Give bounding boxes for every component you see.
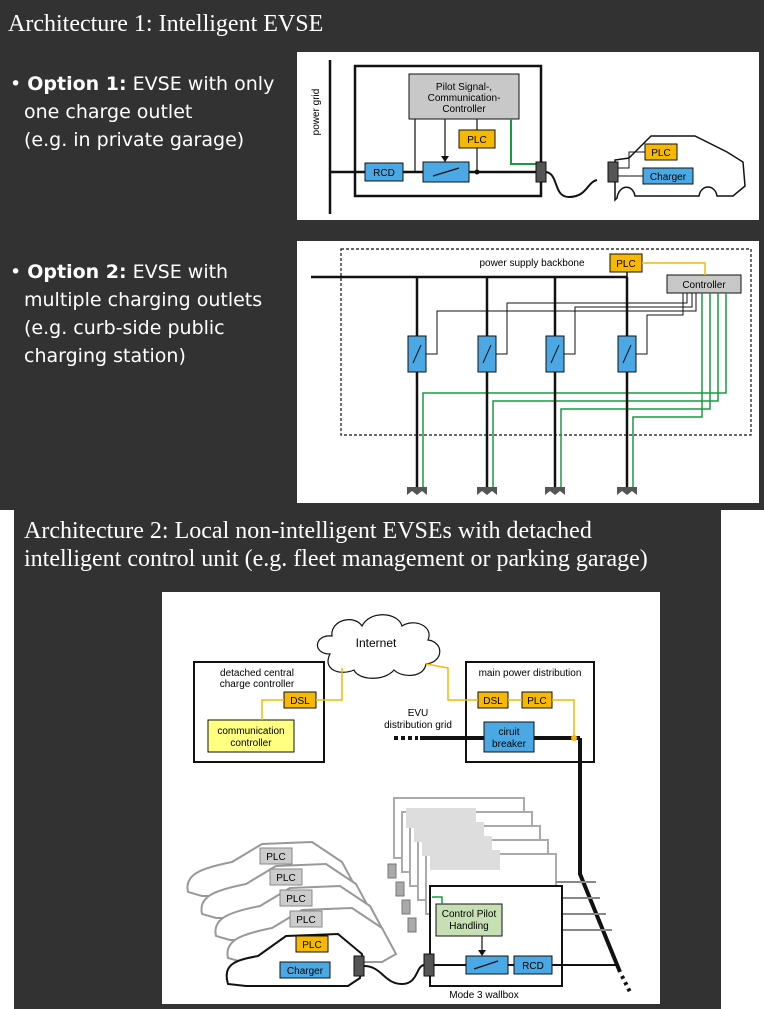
plc-car-box	[269, 868, 303, 886]
option-2-line: multiple charging outlets	[24, 289, 263, 311]
front-plc-box	[295, 935, 329, 953]
architecture-2-title: Architecture 2: Local non-intelligent EV…	[24, 517, 648, 573]
control-pilot-line: Control Pilot	[442, 909, 497, 920]
evu-grid-line: distribution grid	[384, 720, 452, 731]
central-controller-line: charge controller	[220, 679, 295, 690]
rcd-box	[364, 162, 404, 182]
plc-car-box	[289, 910, 323, 928]
rcd-label: RCD	[373, 168, 395, 179]
option-1-text: • Option 1: EVSE with only one charge ou…	[10, 70, 290, 154]
charger-label: Charger	[650, 172, 687, 183]
plc-car-label: PLC	[276, 873, 295, 884]
plc-label: PLC	[616, 259, 635, 270]
plc-label: PLC	[467, 135, 486, 146]
option-1-line: (e.g. in private garage)	[24, 129, 245, 151]
car-inlet	[353, 955, 365, 977]
architecture-2-title-line: Architecture 2: Local non-intelligent EV…	[24, 518, 592, 544]
option-2-text: • Option 2: EVSE with multiple charging …	[10, 258, 295, 370]
option-2-heading: Option 2:	[27, 261, 127, 283]
car-inlet	[607, 161, 619, 183]
option-2-line: EVSE with	[132, 261, 229, 283]
diagram-option-1: power grid Pilot Signal-,Communication-C…	[297, 52, 759, 220]
pilot-controller-line: Communication-	[428, 93, 501, 104]
pilot-controller-box	[408, 73, 520, 120]
comm-controller-line: controller	[230, 738, 272, 749]
controller-box	[666, 274, 742, 294]
power-grid-label: power grid	[311, 89, 322, 136]
pilot-controller-line: Controller	[442, 104, 486, 115]
wallbox-outlet	[423, 953, 435, 977]
dsl-right-label: DSL	[483, 696, 503, 707]
option-1-heading: Option 1:	[27, 73, 127, 95]
charger-label: Charger	[287, 966, 324, 977]
plc-right-label: PLC	[527, 696, 546, 707]
architecture-1-title: Architecture 1: Intelligent EVSE	[8, 11, 324, 37]
plc-car-label: PLC	[296, 915, 315, 926]
plc-car-box	[279, 889, 313, 907]
car-plc-label: PLC	[651, 148, 670, 159]
plc-car-label: PLC	[286, 894, 305, 905]
charge-outlet	[535, 161, 547, 183]
internet-cloud	[316, 614, 441, 679]
outlet-2	[477, 277, 719, 495]
diagram-option-2: power supply backbone PLC Controller	[297, 241, 759, 503]
charger-box	[279, 961, 331, 979]
option-1-line: one charge outlet	[24, 101, 193, 123]
comm-controller-line: communication	[217, 726, 284, 737]
outlet-3	[545, 277, 711, 495]
comm-controller-box	[207, 719, 295, 753]
evu-grid-line: EVU	[408, 708, 429, 719]
dsl-left-label: DSL	[290, 696, 310, 707]
controller-label: Controller	[682, 280, 726, 291]
rcd-label: RCD	[522, 961, 544, 972]
plc-car-box	[259, 847, 293, 865]
plc-car-label: PLC	[266, 852, 285, 863]
control-pilot-line: Handling	[449, 921, 488, 932]
outlet-1	[407, 277, 727, 495]
backbone-label: power supply backbone	[479, 258, 585, 269]
option-1-line: EVSE with only	[132, 73, 275, 95]
svg-text:Pilot Signal-,Communication-Co: Pilot Signal-,Communication-Controller	[428, 82, 501, 115]
wallbox-label: Mode 3 wallbox	[449, 990, 518, 1001]
circuit-breaker-line: ciruit	[498, 727, 519, 738]
mpd-label: main power distribution	[479, 668, 582, 679]
front-plc-label: PLC	[302, 940, 321, 951]
central-controller-line: detached central	[220, 668, 294, 679]
internet-label: Internet	[356, 636, 397, 650]
circuit-breaker-line: breaker	[492, 739, 527, 750]
option-2-line: charging station)	[24, 345, 186, 367]
outlet-4	[617, 277, 703, 495]
option-2-line: (e.g. curb-side public	[24, 317, 225, 339]
pilot-controller-line: Pilot Signal-,	[436, 82, 492, 93]
architecture-2-title-line: intelligent control unit (e.g. fleet man…	[24, 546, 648, 572]
control-pilot-box	[435, 903, 503, 937]
